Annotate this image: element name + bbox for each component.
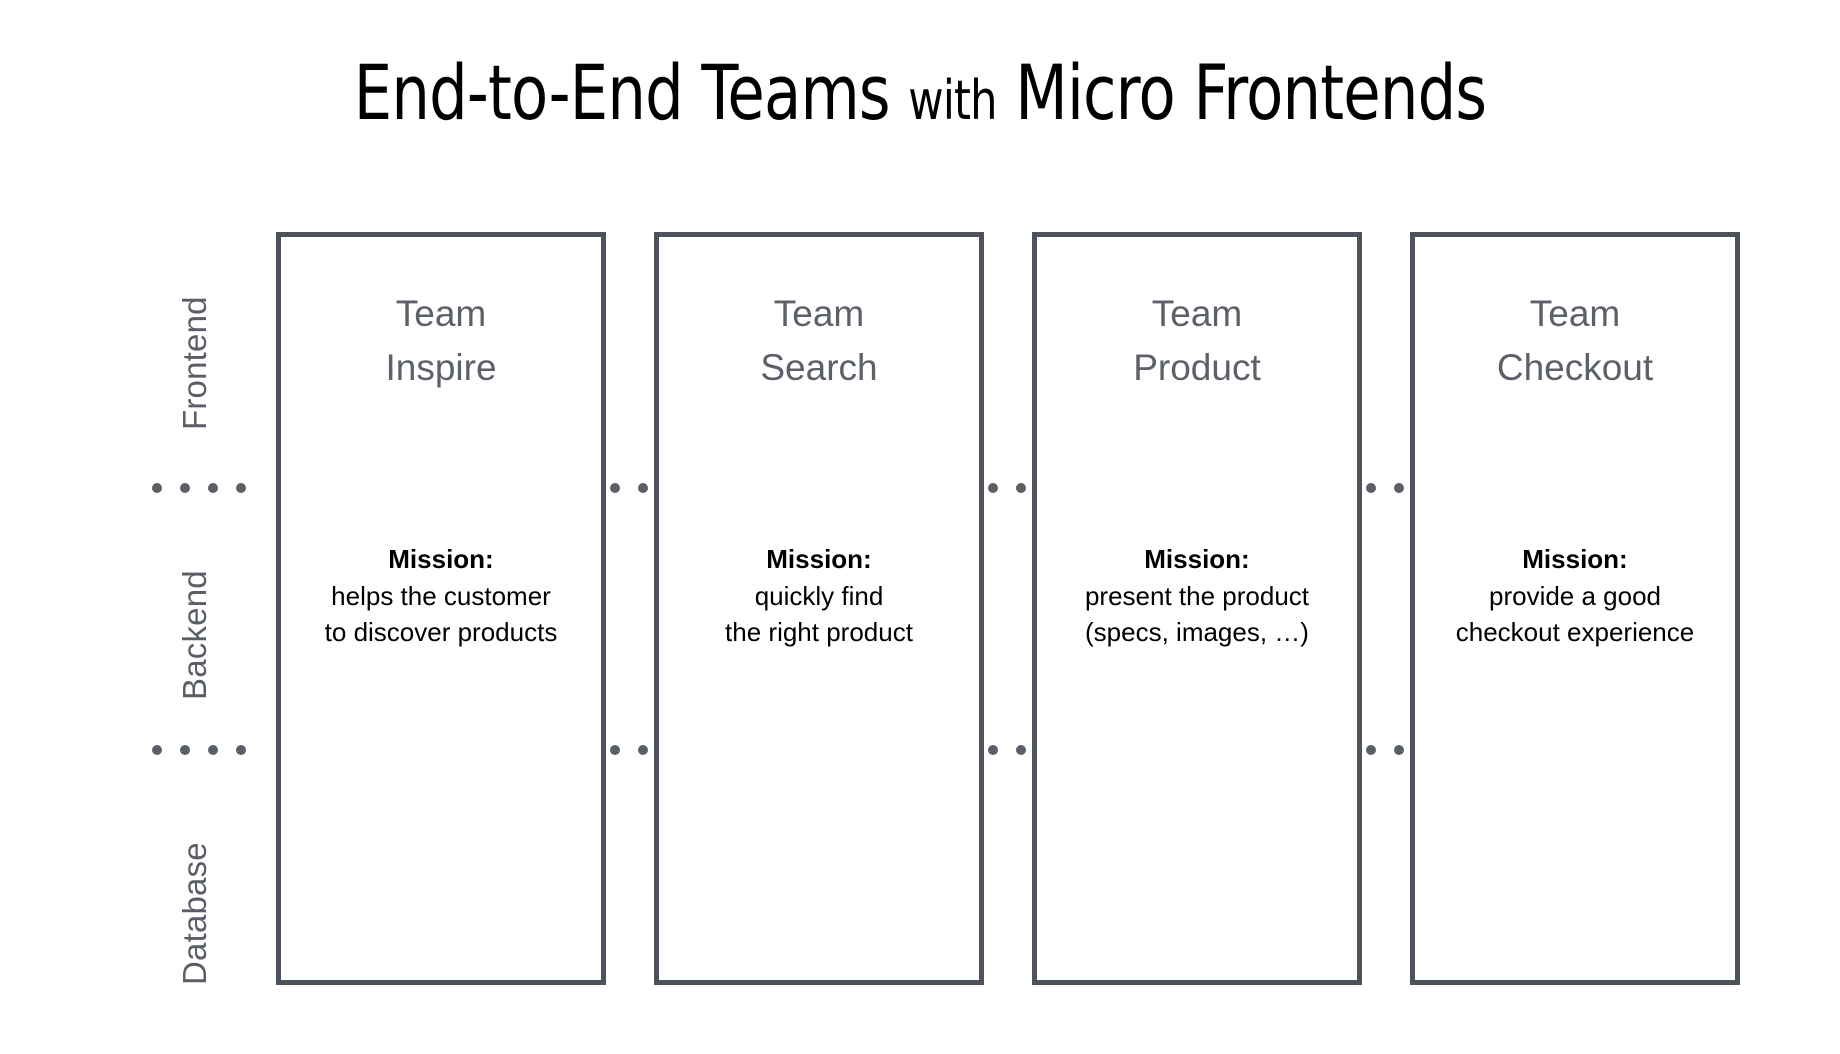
divider-dot: [638, 483, 648, 493]
divider-dot: [152, 745, 162, 755]
divider-backend-database: [0, 745, 1840, 755]
team-mission: Mission: provide a good checkout experie…: [1415, 542, 1735, 650]
divider-dot: [1016, 483, 1026, 493]
mission-heading: Mission:: [1522, 544, 1628, 574]
team-card-title: Team Search: [659, 287, 979, 394]
mission-line-2: to discover products: [324, 616, 558, 647]
team-title-line-2: Inspire: [385, 346, 497, 388]
title-part-1: End-to-End Teams: [353, 48, 891, 137]
mission-line-1: present the product: [1084, 581, 1310, 612]
team-card-inspire[interactable]: Team Inspire Mission: helps the customer…: [276, 232, 606, 985]
mission-line-1: provide a good: [1488, 581, 1662, 612]
divider-dot: [1394, 483, 1404, 493]
page-title: End-to-End Teams with Micro Frontends: [184, 48, 1656, 137]
title-part-3: Micro Frontends: [1015, 48, 1487, 137]
divider-dot: [610, 745, 620, 755]
divider-dot: [236, 483, 246, 493]
team-card-product[interactable]: Team Product Mission: present the produc…: [1032, 232, 1362, 985]
divider-dot: [180, 483, 190, 493]
team-title-line-2: Product: [1133, 346, 1261, 388]
team-card-search[interactable]: Team Search Mission: quickly find the ri…: [654, 232, 984, 985]
team-card-title: Team Checkout: [1415, 287, 1735, 394]
team-title-line-1: Team: [395, 293, 487, 334]
mission-heading: Mission:: [388, 544, 494, 574]
divider-dot: [610, 483, 620, 493]
team-card-title: Team Inspire: [281, 287, 601, 394]
divider-dot: [988, 483, 998, 493]
team-title-line-2: Checkout: [1496, 346, 1654, 388]
divider-dot: [1366, 745, 1376, 755]
divider-dot: [152, 483, 162, 493]
team-title-line-1: Team: [1151, 293, 1243, 334]
divider-dot: [638, 745, 648, 755]
mission-heading: Mission:: [1144, 544, 1250, 574]
title-part-2: with: [908, 69, 997, 132]
team-card-checkout[interactable]: Team Checkout Mission: provide a good ch…: [1410, 232, 1740, 985]
mission-line-2: the right product: [725, 616, 913, 647]
team-mission: Mission: helps the customer to discover …: [281, 542, 601, 650]
divider-dot: [208, 483, 218, 493]
team-card-title: Team Product: [1037, 287, 1357, 394]
layer-label-database: Database: [176, 842, 213, 985]
divider-dot: [236, 745, 246, 755]
mission-line-2: checkout experience: [1455, 616, 1695, 647]
divider-dot: [988, 745, 998, 755]
mission-line-1: helps the customer: [331, 581, 551, 612]
team-title-line-1: Team: [1529, 293, 1621, 334]
mission-heading: Mission:: [766, 544, 872, 574]
team-mission: Mission: quickly find the right product: [659, 542, 979, 650]
divider-dot: [1394, 745, 1404, 755]
divider-frontend-backend: [0, 483, 1840, 493]
team-title-line-2: Search: [760, 346, 878, 388]
divider-dot: [1016, 745, 1026, 755]
mission-line-2: (specs, images, …): [1085, 616, 1309, 647]
team-title-line-1: Team: [773, 293, 865, 334]
divider-dot: [180, 745, 190, 755]
team-mission: Mission: present the product (specs, ima…: [1037, 542, 1357, 650]
layer-label-backend: Backend: [176, 570, 213, 700]
mission-line-1: quickly find: [754, 581, 884, 612]
divider-dot: [1366, 483, 1376, 493]
divider-dot: [208, 745, 218, 755]
layer-label-frontend: Frontend: [176, 296, 213, 430]
